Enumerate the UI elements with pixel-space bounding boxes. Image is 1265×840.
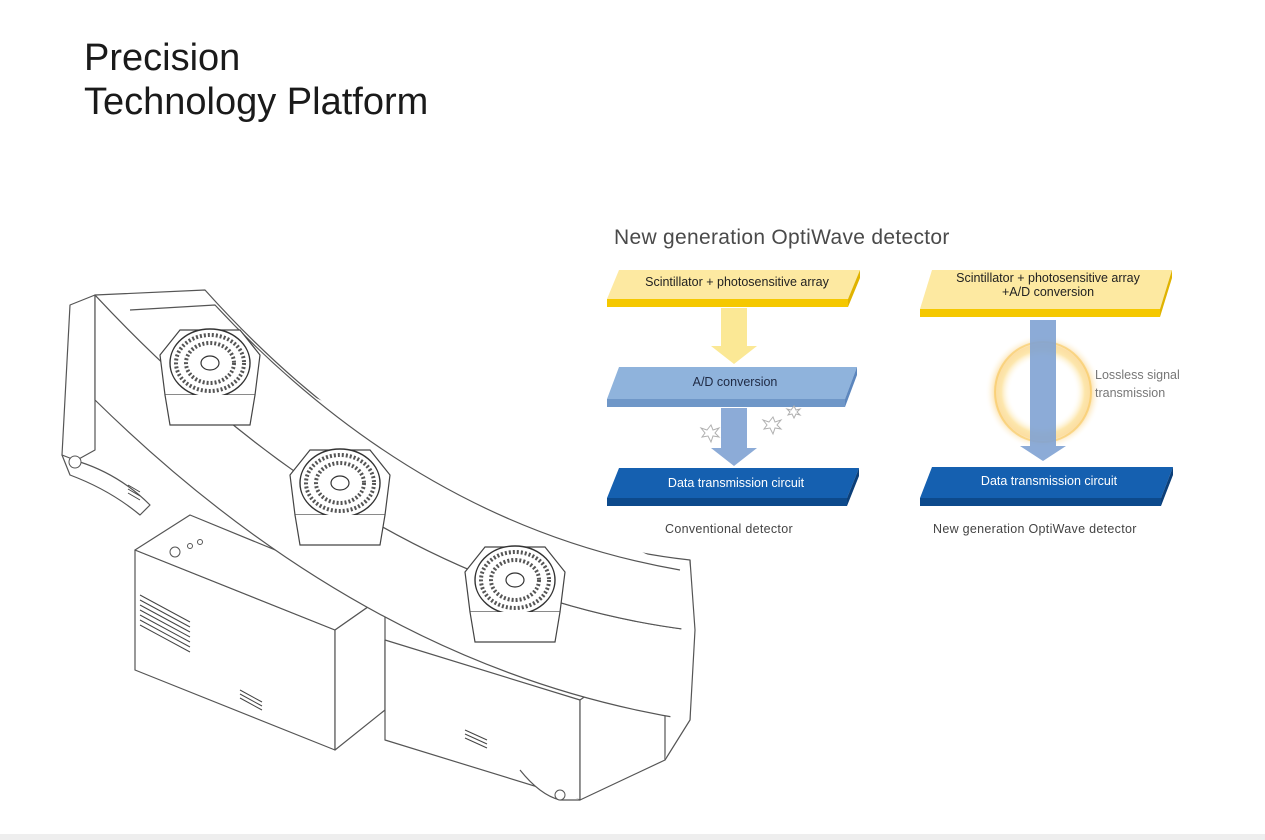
optiwave-top-label-line-2: +A/D conversion — [1001, 285, 1095, 299]
vent-grilles — [127, 484, 488, 749]
conventional-top-label: Scintillator + photosensitive array — [645, 275, 829, 289]
conventional-stack — [607, 270, 860, 506]
gantry-device-illustration — [61, 289, 696, 801]
lossless-signal-note: Lossless signal transmission — [1095, 366, 1180, 402]
conventional-bottom-label: Data transmission circuit — [667, 476, 805, 490]
optiwave-bottom-layer — [920, 467, 1173, 498]
conventional-arrow-blue — [711, 408, 757, 466]
signal-noise-icon — [699, 405, 802, 444]
conventional-bottom-layer — [607, 468, 859, 498]
lossless-note-line-1: Lossless signal — [1095, 368, 1180, 382]
optiwave-top-label-line-1: Scintillator + photosensitive array — [956, 271, 1140, 285]
optiwave-stack — [920, 270, 1173, 506]
optiwave-arrow-blue — [1020, 320, 1066, 461]
optiwave-caption: New generation OptiWave detector — [933, 522, 1137, 536]
conventional-middle-layer — [607, 367, 857, 399]
conventional-middle-label: A/D conversion — [692, 375, 778, 389]
diagram-title: New generation OptiWave detector — [614, 226, 950, 249]
fan-units — [159, 328, 566, 643]
conventional-caption: Conventional detector — [665, 522, 793, 536]
optiwave-top-label: Scintillator + photosensitive array +A/D… — [920, 271, 1176, 299]
detector-comparison-diagram — [607, 270, 1173, 506]
optiwave-top-layer — [920, 270, 1172, 309]
conventional-arrow-yellow — [711, 308, 757, 364]
conventional-top-layer — [607, 270, 860, 299]
page-title-line-2: Technology Platform — [84, 81, 429, 123]
page-bottom-strip — [0, 834, 1265, 840]
lossless-note-line-2: transmission — [1095, 386, 1166, 400]
page-title: Precision Technology Platform — [84, 36, 428, 124]
page-title-line-1: Precision — [84, 37, 241, 79]
optiwave-bottom-label: Data transmission circuit — [980, 474, 1118, 488]
